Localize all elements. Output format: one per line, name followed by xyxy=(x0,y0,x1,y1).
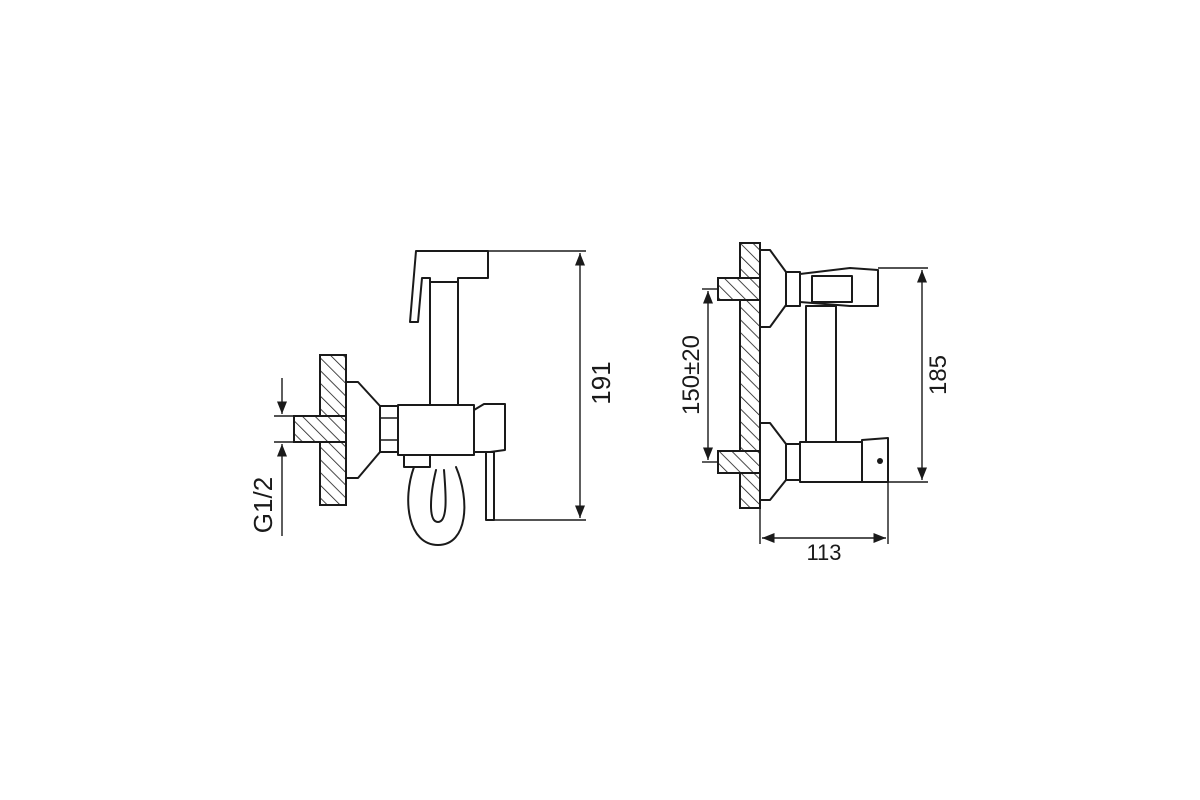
dim-label-150: 150±20 xyxy=(678,335,705,415)
hose-inner xyxy=(430,469,447,523)
riser-pipe-left xyxy=(429,281,459,406)
inlet-pipe-section xyxy=(293,415,347,443)
escutcheon-bottom xyxy=(759,422,787,501)
bottom-outlet xyxy=(403,454,431,468)
inlet-pipe-top xyxy=(717,277,761,301)
escutcheon-left xyxy=(345,381,381,479)
holder-clip xyxy=(811,275,853,303)
dim-label-thread: G1/2 xyxy=(248,477,278,533)
hex-nut-bottom xyxy=(785,443,801,481)
dim-label-113: 113 xyxy=(806,540,841,565)
knob-indicator-dot xyxy=(877,458,883,464)
left-view: 191 G1/2 xyxy=(248,250,616,546)
right-view: 150±20 185 113 xyxy=(678,242,952,565)
inlet-pipe-bottom xyxy=(717,450,761,474)
hose-outer xyxy=(407,466,466,546)
hex-nut-left xyxy=(379,405,399,453)
valve-body-right xyxy=(799,441,863,483)
escutcheon-top xyxy=(759,249,787,328)
riser-pipe-right xyxy=(805,305,837,443)
valve-body-left xyxy=(397,404,475,456)
dim-label-191: 191 xyxy=(586,361,616,404)
hand-shower-head xyxy=(409,250,489,323)
hex-nut-top xyxy=(785,271,801,307)
wall-section-right xyxy=(739,242,761,509)
dim-label-185: 185 xyxy=(925,355,952,395)
lever-handle-left xyxy=(473,403,506,453)
valve-knob-right xyxy=(861,437,889,483)
shower-handle-rod xyxy=(485,451,495,521)
